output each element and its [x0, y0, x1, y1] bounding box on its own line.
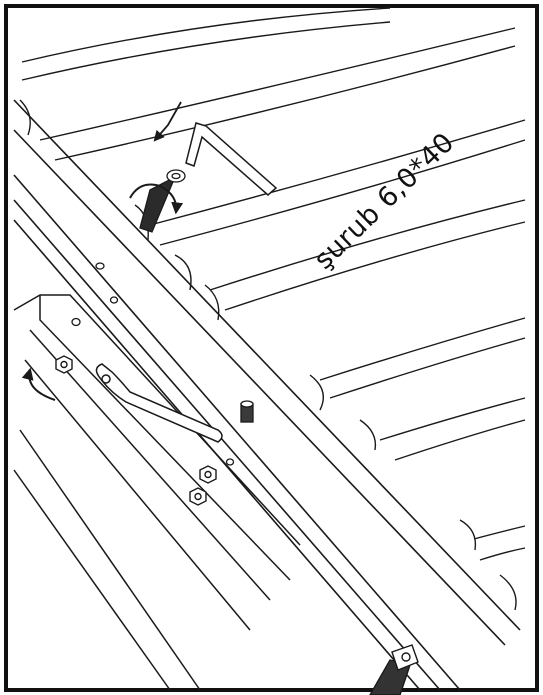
- slat-ends: [19, 99, 517, 611]
- bottom-connector: [369, 644, 419, 695]
- slat: [209, 199, 526, 291]
- slat: [21, 21, 391, 81]
- bracket-holes: [71, 317, 235, 466]
- screw-icon: [139, 169, 186, 233]
- slat: [394, 419, 526, 461]
- slat: [149, 119, 526, 226]
- slat: [319, 317, 526, 381]
- bolt-on-rail: [240, 400, 254, 423]
- nut-icon: [55, 355, 217, 506]
- wrench-icon: [95, 363, 223, 443]
- hex-key-icon: [185, 122, 278, 196]
- insert-arrow-icon: [153, 101, 182, 142]
- slat: [39, 27, 516, 141]
- diagram-border: [4, 4, 539, 692]
- slat: [224, 221, 526, 311]
- slat: [159, 139, 526, 246]
- slat: [54, 45, 516, 161]
- rotation-arrow-icon: [21, 183, 184, 401]
- slat: [21, 7, 391, 63]
- rail-holes: [95, 262, 119, 304]
- slats: [21, 7, 526, 561]
- slat: [479, 547, 526, 561]
- slat: [329, 337, 526, 399]
- slat: [379, 397, 526, 441]
- slat: [469, 525, 526, 541]
